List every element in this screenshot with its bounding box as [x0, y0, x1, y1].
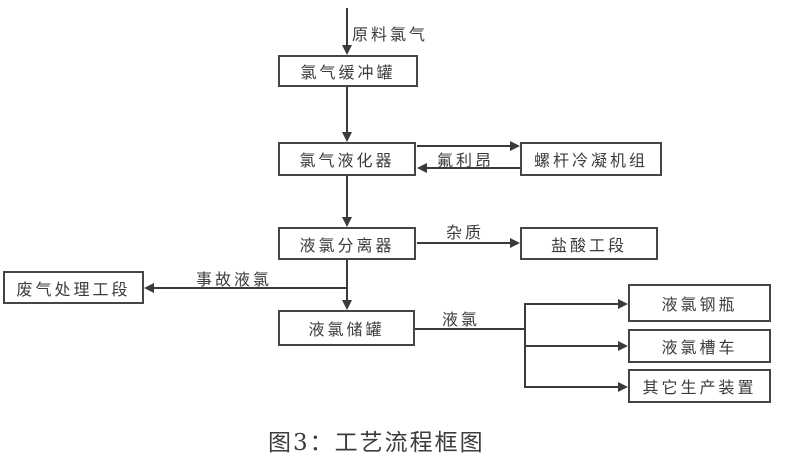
arrowhead-into-other-devices — [618, 382, 628, 392]
flow-label-liquid-chlorine: 液氯 — [442, 310, 481, 329]
arrowhead-into-condenser — [510, 141, 520, 151]
arrowhead-into-waste-gas-section — [144, 283, 154, 293]
connector-feed-to-buffer — [346, 8, 348, 46]
figure-caption: 图3：工艺流程框图 — [268, 430, 485, 456]
node-waste-gas-treatment-section: 废气处理工段 — [3, 271, 144, 304]
connector-separator-to-storage — [346, 260, 348, 301]
arrowhead-into-storage-tank — [342, 300, 352, 310]
connector-separator-to-hcl — [417, 242, 511, 244]
arrowhead-into-liquefier — [342, 132, 352, 142]
arrowhead-into-buffer-tank — [342, 45, 352, 55]
node-liquid-chlorine-tank-truck: 液氯槽车 — [628, 329, 771, 363]
flow-label-freon: 氟利昂 — [437, 151, 495, 170]
connector-liquefier-to-separator — [346, 176, 348, 218]
node-liquid-chlorine-storage-tank: 液氯储罐 — [278, 310, 415, 346]
node-chlorine-buffer-tank: 氯气缓冲罐 — [278, 55, 418, 87]
node-liquid-chlorine-separator: 液氯分离器 — [278, 227, 416, 260]
connector-condenser-to-liquefier — [427, 167, 520, 169]
flow-label-raw-chlorine: 原料氯气 — [352, 25, 429, 44]
node-other-production-devices: 其它生产装置 — [628, 369, 771, 403]
connector-manifold-to-cylinder — [524, 303, 619, 305]
flow-label-impurity: 杂质 — [446, 223, 485, 242]
arrowhead-into-separator — [342, 217, 352, 227]
connector-spine-to-waste-gas — [154, 287, 347, 289]
node-hcl-section: 盐酸工段 — [520, 227, 658, 260]
connector-manifold-to-tank-truck — [524, 345, 619, 347]
connector-manifold-to-other-devices — [524, 386, 619, 388]
connector-buffer-to-liquefier — [346, 87, 348, 133]
node-chlorine-liquefier: 氯气液化器 — [278, 142, 416, 176]
arrowhead-back-into-liquefier — [417, 163, 427, 173]
arrowhead-into-hcl-section — [510, 238, 520, 248]
node-screw-condenser-unit: 螺杆冷凝机组 — [520, 142, 662, 176]
connector-liquefier-to-condenser — [417, 145, 511, 147]
arrowhead-into-cylinder — [618, 299, 628, 309]
arrowhead-into-tank-truck — [618, 341, 628, 351]
flow-label-accident-liquid-chlorine: 事故液氯 — [196, 270, 273, 289]
node-liquid-chlorine-cylinder: 液氯钢瓶 — [628, 284, 771, 322]
connector-storage-to-manifold — [415, 328, 526, 330]
